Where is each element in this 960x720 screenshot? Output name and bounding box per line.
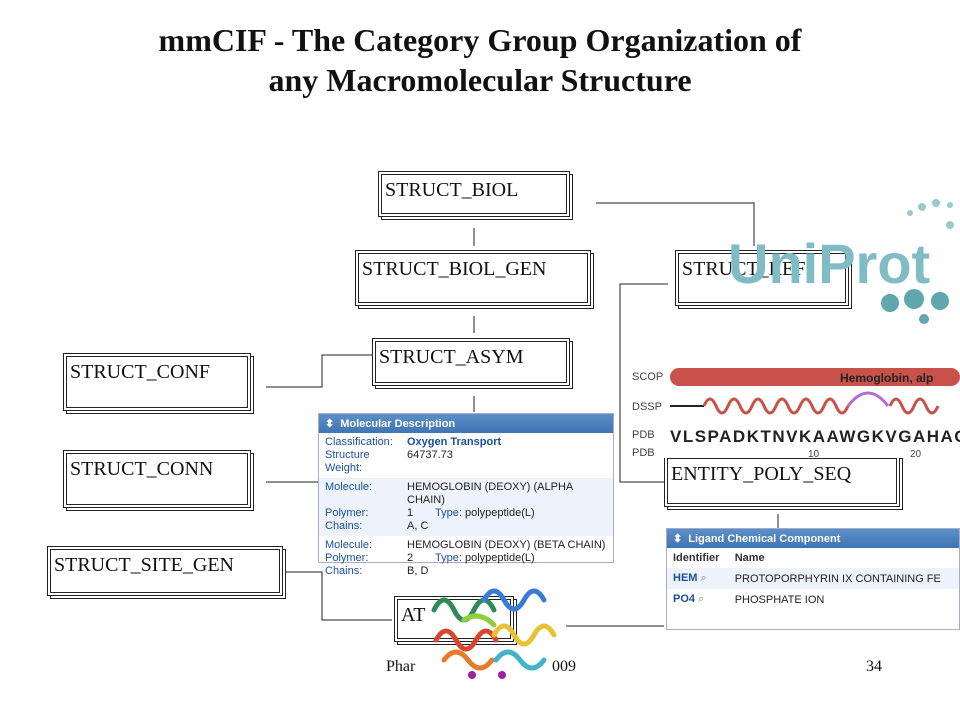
footer-mid-text: 009 <box>552 658 576 675</box>
molecule-value: HEMOGLOBIN (DEOXY) (BETA CHAIN) <box>407 539 606 551</box>
slide-title: mmCIF - The Category Group Organization … <box>0 20 960 100</box>
pdb-label-2: PDB <box>632 447 655 458</box>
struct-biol-gen-box: STRUCT_BIOL_GEN <box>355 250 591 306</box>
ligand-panel-title: Ligand Chemical Component <box>688 532 841 545</box>
connector-conf-asym <box>266 354 372 388</box>
sort-toggle-icon[interactable]: ⬍ <box>673 533 683 545</box>
page-number: 34 <box>866 658 882 675</box>
molecular-description-panel: ⬍ Molecular Description Classification: O… <box>318 413 614 577</box>
classification-label: Classification: <box>325 436 393 448</box>
chains-label: Chains: <box>325 565 363 577</box>
hemoglobin-ribbon-image <box>431 588 557 679</box>
classification-value[interactable]: Oxygen Transport <box>407 436 502 448</box>
ligand-name: PHOSPHATE ION <box>734 593 825 606</box>
sort-toggle-icon[interactable]: ⬍ <box>325 418 335 430</box>
ligand-header[interactable]: ⬍ Ligand Chemical Component <box>667 529 959 548</box>
ligand-name: PROTOPORPHYRIN IX CONTAINING FE <box>728 568 959 589</box>
connector-site-gen <box>284 571 392 621</box>
uniprot-logo-text: UniProt <box>728 232 930 295</box>
ligand-id-link[interactable]: HEM <box>673 572 698 584</box>
molecular-description-header[interactable]: ⬍ Molecular Description <box>319 414 613 433</box>
tick-20: 20 <box>910 449 922 458</box>
weight-value: 64737.73 <box>407 449 453 461</box>
sequence-text: VLSPADKTNVKAAWGKVGAHAGE <box>670 427 960 446</box>
entity-poly-seq-box: ENTITY_POLY_SEQ <box>664 455 900 507</box>
col-identifier: Identifier <box>673 552 720 564</box>
chains-value: B, D <box>407 565 429 577</box>
uniprot-logo: UniProt <box>728 199 954 324</box>
type-label: Type: <box>435 507 462 519</box>
molecule-value: HEMOGLOBIN (DEOXY) (ALPHA CHAIN) <box>407 481 573 506</box>
molecule-label: Molecule: <box>325 481 373 493</box>
struct-asym-box: STRUCT_ASYM <box>372 338 570 386</box>
scop-label: SCOP <box>632 371 663 383</box>
struct-site-gen-box: STRUCT_SITE_GEN <box>47 546 283 596</box>
search-icon[interactable]: ⌕ <box>698 593 705 605</box>
molecule-label: Molecule: <box>325 539 373 551</box>
chains-label: Chains: <box>325 520 363 532</box>
title-line-2: any Macromolecular Structure <box>268 62 692 98</box>
dssp-helix <box>702 397 850 415</box>
ligand-chemical-component-panel: ⬍ Ligand Chemical Component Identifier N… <box>666 528 960 630</box>
struct-conf-box: STRUCT_CONF <box>63 353 251 411</box>
panel-title: Molecular Description <box>340 417 456 430</box>
scop-bar <box>670 368 960 386</box>
struct-ref-box: STRUCT_REF <box>675 250 849 306</box>
chains-value: A, C <box>407 520 429 532</box>
pdb-label: PDB <box>632 429 655 441</box>
struct-biol-box: STRUCT_BIOL <box>378 171 570 217</box>
search-icon[interactable]: ⌕ <box>700 572 707 584</box>
polymer-value: 1 <box>407 507 414 519</box>
col-name: Name <box>734 552 765 564</box>
polymer-label: Polymer: <box>325 507 369 519</box>
type-value: polypeptide(L) <box>464 552 535 564</box>
scop-value: Hemoglobin, alp <box>840 371 933 385</box>
type-value: polypeptide(L) <box>464 507 535 519</box>
polymer-label: Polymer: <box>325 552 369 564</box>
connector-biol-ref <box>596 202 755 246</box>
dssp-loop <box>846 391 890 407</box>
dssp-label: DSSP <box>632 401 662 413</box>
sequence-annotation-panel: SCOP Hemoglobin, alp DSSP PDB VLSPADKTNV… <box>628 362 960 458</box>
struct-conn-box: STRUCT_CONN <box>63 450 251 508</box>
tick-10: 10 <box>808 449 820 458</box>
polymer-value: 2 <box>407 552 414 564</box>
footer-left-text: Phar <box>386 658 416 675</box>
ligand-id-link[interactable]: PO4 <box>673 593 696 605</box>
type-label: Type: <box>435 552 462 564</box>
connector-ref-entity <box>619 283 668 483</box>
ligand-table: Identifier Name HEM ⌕ PROTOPORPHYRIN IX … <box>667 548 959 610</box>
weight-label: Structure Weight: <box>325 449 370 474</box>
table-row: PO4 ⌕ PHOSPHATE ION <box>667 589 959 610</box>
table-row: HEM ⌕ PROTOPORPHYRIN IX CONTAINING FE <box>667 568 959 589</box>
title-line-1: mmCIF - The Category Group Organization … <box>158 22 802 58</box>
